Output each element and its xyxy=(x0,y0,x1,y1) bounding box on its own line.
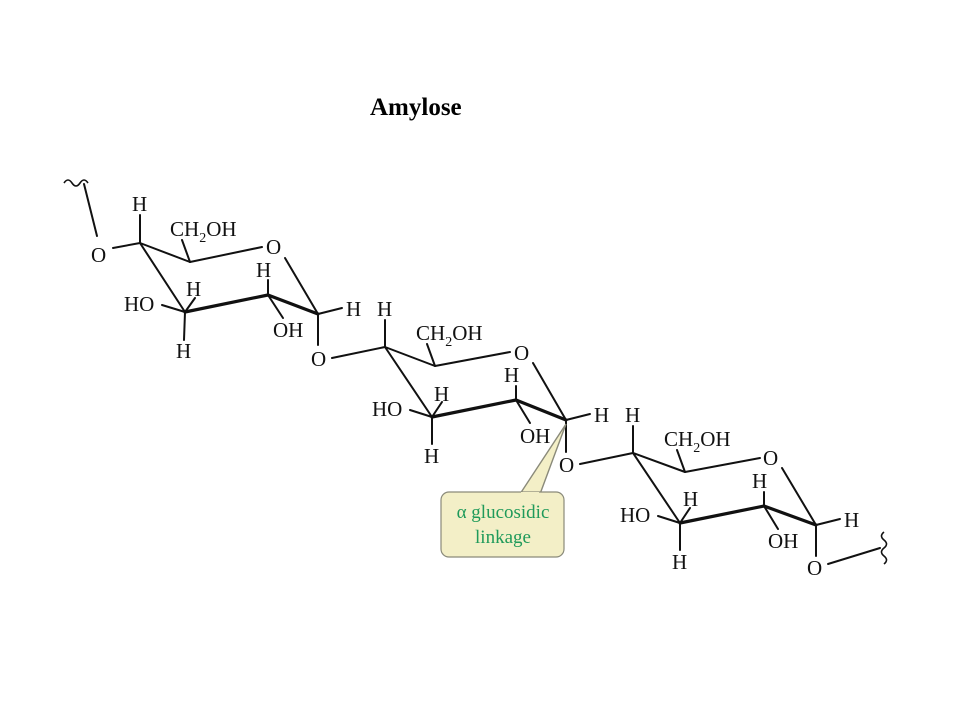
bond xyxy=(139,242,191,263)
atom-OH: OH xyxy=(520,424,550,448)
glucose-ring-2: H CH2OH O H H HO OH H H xyxy=(372,297,609,468)
atom-CH2OH: CH2OH xyxy=(170,217,237,246)
bond xyxy=(676,449,686,473)
bond xyxy=(331,346,386,359)
bond xyxy=(678,504,766,525)
bond xyxy=(827,547,881,565)
bond xyxy=(183,293,270,314)
alpha-glucosidic-linkage-callout: α glucosidic linkage xyxy=(440,423,567,558)
bond xyxy=(657,515,681,524)
bond xyxy=(184,297,196,313)
atom-O: O xyxy=(807,556,822,580)
chain-end-right xyxy=(880,531,888,565)
bond xyxy=(409,409,433,418)
bond xyxy=(112,242,141,249)
bond xyxy=(183,311,186,341)
atom-H: H xyxy=(132,192,147,216)
atom-H: H xyxy=(672,550,687,574)
atom-H: H xyxy=(256,258,271,282)
atom-ring-O: O xyxy=(763,446,778,470)
bond xyxy=(515,399,531,424)
glucose-ring-3: H CH2OH O H H HO OH H H O xyxy=(620,403,859,580)
atom-glycosidic-O-1: O xyxy=(311,347,326,371)
atom-H: H xyxy=(434,382,449,406)
atom-glycosidic-O-2: O xyxy=(559,453,574,477)
atom-OH: OH xyxy=(768,529,798,553)
bond xyxy=(579,452,634,465)
bond xyxy=(83,183,98,237)
atom-H: H xyxy=(625,403,640,427)
bond xyxy=(267,294,284,319)
atom-OH: OH xyxy=(273,318,303,342)
bond xyxy=(762,504,818,527)
bond xyxy=(679,507,691,524)
atom-ring-O: O xyxy=(514,341,529,365)
atom-CH2OH: CH2OH xyxy=(416,321,483,350)
bond xyxy=(384,346,433,418)
atom-H: H xyxy=(504,363,519,387)
atom-HO: HO xyxy=(620,503,650,527)
atom-part: CH xyxy=(664,427,693,451)
chain-end-left xyxy=(63,179,89,187)
bond xyxy=(632,452,681,524)
bond xyxy=(189,246,263,263)
callout-line-2: linkage xyxy=(475,527,531,548)
atom-H: H xyxy=(844,508,859,532)
atom-H: H xyxy=(346,297,361,321)
atom-part: OH xyxy=(452,321,482,345)
bond xyxy=(781,467,817,526)
bond xyxy=(161,304,186,313)
atom-H: H xyxy=(752,469,767,493)
atom-part: CH xyxy=(416,321,445,345)
atom-part: 2 xyxy=(199,231,206,246)
bond xyxy=(266,293,320,316)
atom-H: H xyxy=(186,277,201,301)
atom-part: OH xyxy=(700,427,730,451)
callout-line-1: α glucosidic xyxy=(457,502,550,523)
bond xyxy=(181,239,191,263)
atom-HO: HO xyxy=(372,397,402,421)
shape xyxy=(440,491,565,558)
bond xyxy=(434,351,511,367)
bond xyxy=(514,398,568,422)
atom-H: H xyxy=(594,403,609,427)
atom-H: H xyxy=(424,444,439,468)
bond xyxy=(815,518,841,526)
bond xyxy=(532,362,567,421)
atom-H: H xyxy=(377,297,392,321)
atom-part: 2 xyxy=(693,441,700,456)
bond xyxy=(763,505,779,530)
bond xyxy=(565,413,591,421)
atom-H: H xyxy=(176,339,191,363)
bond xyxy=(139,242,186,313)
atom-part: OH xyxy=(206,217,236,241)
bond xyxy=(317,307,343,315)
atom-part: 2 xyxy=(445,335,452,350)
bond xyxy=(284,257,319,315)
bond xyxy=(426,343,436,367)
atom-O: O xyxy=(91,243,106,267)
diagram-title: Amylose xyxy=(370,94,462,121)
bond xyxy=(431,401,443,418)
glucose-ring-1: O H CH2OH O H H HO OH H H xyxy=(91,192,361,363)
bond xyxy=(384,346,436,367)
bond xyxy=(632,452,686,473)
atom-HO: HO xyxy=(124,292,154,316)
atom-ring-O: O xyxy=(266,235,281,259)
atom-H: H xyxy=(683,487,698,511)
bond xyxy=(684,457,761,473)
atom-CH2OH: CH2OH xyxy=(664,427,731,456)
atom-part: CH xyxy=(170,217,199,241)
bond xyxy=(430,398,518,419)
